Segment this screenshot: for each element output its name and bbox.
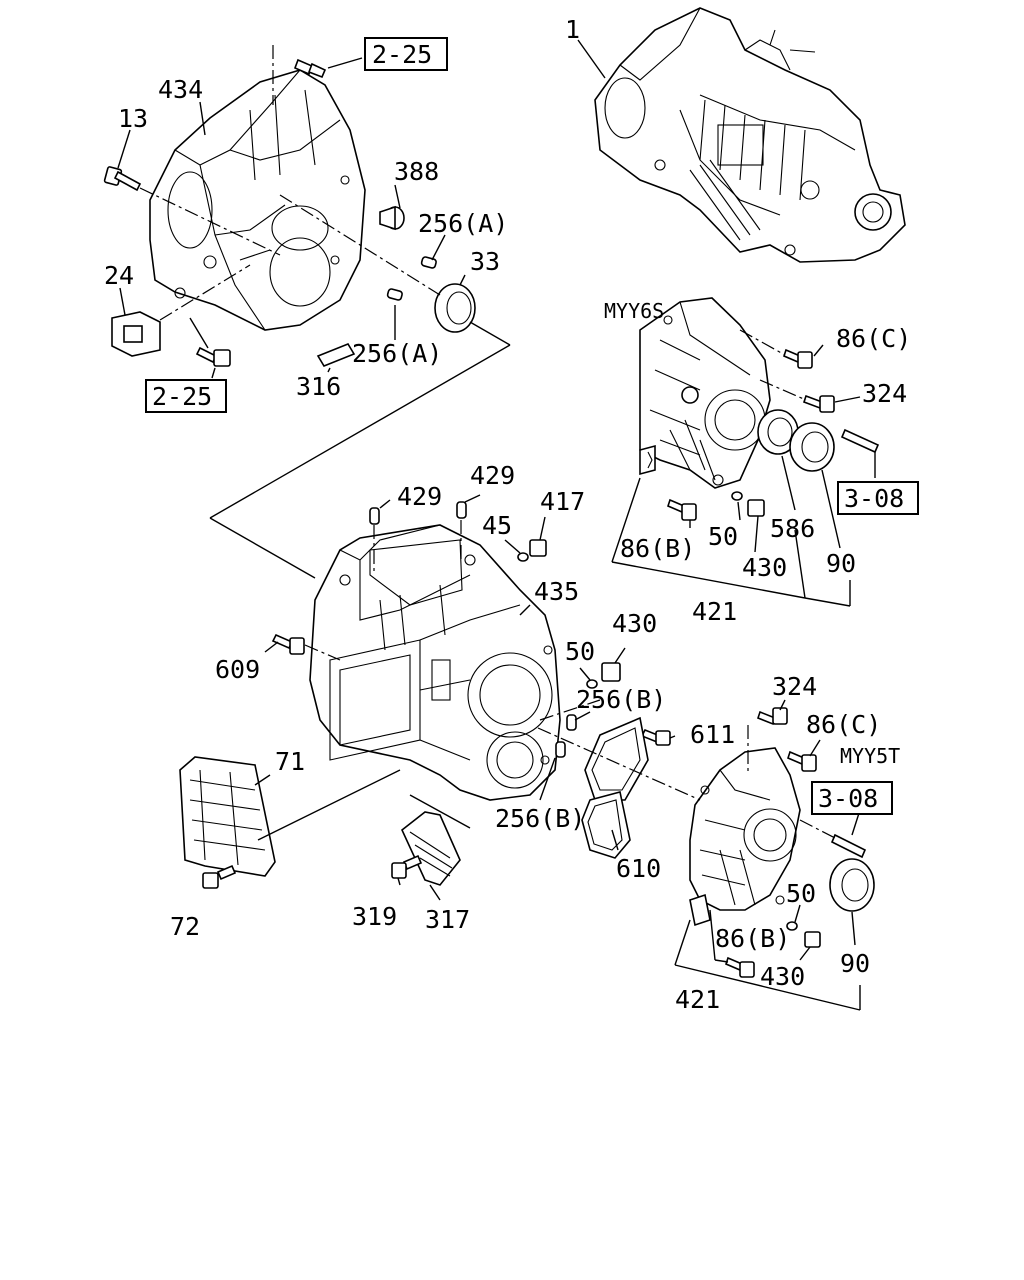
bolt-top-2-25 xyxy=(293,58,327,79)
label-90-upper: 90 xyxy=(826,549,856,578)
ref-box-2-25-bottom[interactable]: 2-25 xyxy=(145,379,227,413)
label-430-lower: 430 xyxy=(760,962,805,991)
part-labels: 434 13 24 388 256(A) 33 256(A) 316 1 429… xyxy=(104,15,911,1014)
o-ring-50-center xyxy=(586,679,598,689)
o-ring-50-upper xyxy=(731,491,743,501)
label-256b-upper: 256(B) xyxy=(576,685,666,714)
leader-lines xyxy=(117,39,876,1011)
label-256a-lower: 256(A) xyxy=(352,339,442,368)
label-24: 24 xyxy=(104,261,134,290)
cover-317 xyxy=(401,811,461,886)
o-ring-45 xyxy=(517,552,529,562)
bolt-324-upper xyxy=(802,394,835,413)
pin-256a-lower xyxy=(386,288,403,301)
label-429-left: 429 xyxy=(397,482,442,511)
label-429-right: 429 xyxy=(470,461,515,490)
bushing-388 xyxy=(379,205,405,231)
label-86c-lower: 86(C) xyxy=(806,710,881,739)
pin-256a-upper xyxy=(420,256,437,269)
transmission-assembly-1 xyxy=(594,7,906,263)
release-bearing-24 xyxy=(111,311,161,357)
bolt-13 xyxy=(103,166,142,192)
label-430-center: 430 xyxy=(612,609,657,638)
label-417: 417 xyxy=(540,487,585,516)
bolt-bottom-2-25 xyxy=(195,346,231,367)
label-45: 45 xyxy=(482,511,512,540)
gasket-316 xyxy=(316,343,356,367)
bolt-609 xyxy=(271,633,305,655)
rear-cover-myy6s xyxy=(639,297,771,489)
label-33: 33 xyxy=(470,247,500,276)
label-434: 434 xyxy=(158,75,203,104)
plug-417 xyxy=(529,539,547,557)
bolt-86b-upper xyxy=(667,498,697,521)
oil-seal-33 xyxy=(434,283,476,333)
label-86c-upper: 86(C) xyxy=(836,324,911,353)
bolt-86c-lower xyxy=(787,750,817,772)
label-86b-lower: 86(B) xyxy=(715,924,790,953)
ref-label: 3-08 xyxy=(818,784,878,813)
label-50-lower: 50 xyxy=(786,879,816,908)
label-90-lower: 90 xyxy=(840,949,870,978)
label-myy5t: MYY5T xyxy=(840,744,900,768)
label-50-center: 50 xyxy=(565,637,595,666)
label-609: 609 xyxy=(215,655,260,684)
ref-label: 2-25 xyxy=(152,382,212,411)
label-13: 13 xyxy=(118,104,148,133)
transmission-case-435 xyxy=(309,524,561,801)
label-319: 319 xyxy=(352,902,397,931)
bolt-86c-upper xyxy=(783,348,813,369)
bolt-72 xyxy=(202,864,237,889)
ref-box-3-08-top[interactable]: 3-08 xyxy=(837,481,919,515)
label-316: 316 xyxy=(296,372,341,401)
bolt-319 xyxy=(391,854,423,879)
label-324-upper: 324 xyxy=(862,379,907,408)
label-256b-lower: 256(B) xyxy=(495,804,585,833)
ref-label: 3-08 xyxy=(844,484,904,513)
label-317: 317 xyxy=(425,905,470,934)
label-421-lower: 421 xyxy=(675,985,720,1014)
gasket-610-upper xyxy=(584,716,649,801)
rear-cover-myy5t xyxy=(689,747,801,927)
label-71: 71 xyxy=(275,747,305,776)
o-ring-50-lower xyxy=(786,921,798,931)
plug-430-center xyxy=(601,662,621,682)
label-myy6s: MYY6S xyxy=(604,299,664,323)
cover-71 xyxy=(179,756,276,877)
pin-256b-upper xyxy=(566,714,577,731)
label-435: 435 xyxy=(534,577,579,606)
label-586: 586 xyxy=(770,514,815,543)
ref-label: 2-25 xyxy=(372,40,432,69)
ref-box-2-25-top[interactable]: 2-25 xyxy=(364,37,448,71)
dowel-pin-429-left xyxy=(369,507,380,525)
gasket-610-lower xyxy=(581,791,631,859)
dowel-pin-429-right xyxy=(456,501,467,519)
label-86b-upper: 86(B) xyxy=(620,534,695,563)
label-324-lower: 324 xyxy=(772,672,817,701)
pin-256b-lower xyxy=(555,741,566,758)
bolt-324-lower xyxy=(757,707,788,726)
stud-3-08-lower xyxy=(830,833,867,859)
label-256a-upper: 256(A) xyxy=(418,209,508,238)
label-388: 388 xyxy=(394,157,439,186)
oil-seal-90-upper xyxy=(789,422,835,472)
label-430-upper: 430 xyxy=(742,553,787,582)
oil-seal-90-lower xyxy=(829,858,875,912)
stud-3-08-upper xyxy=(840,428,880,454)
label-421-upper: 421 xyxy=(692,597,737,626)
label-610: 610 xyxy=(616,854,661,883)
plug-430-upper xyxy=(747,499,765,517)
ref-box-3-08-bottom[interactable]: 3-08 xyxy=(811,781,893,815)
bolt-611 xyxy=(640,728,671,746)
clutch-housing-434 xyxy=(149,69,366,331)
label-72: 72 xyxy=(170,912,200,941)
plug-430-lower xyxy=(804,931,821,948)
label-50-upper: 50 xyxy=(708,522,738,551)
bolt-86b-lower xyxy=(725,956,755,978)
label-1: 1 xyxy=(565,15,580,44)
label-611: 611 xyxy=(690,720,735,749)
